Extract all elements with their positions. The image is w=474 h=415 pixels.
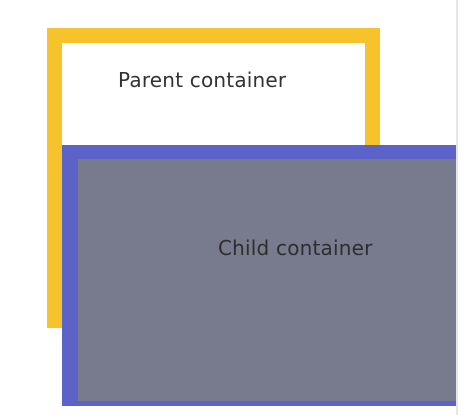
child-container-label: Child container [218,236,373,260]
right-edge-divider [456,0,458,415]
parent-container-label: Parent container [118,68,287,92]
child-container-inner [78,159,474,401]
right-edge-mask [458,0,474,415]
child-container [62,145,474,406]
